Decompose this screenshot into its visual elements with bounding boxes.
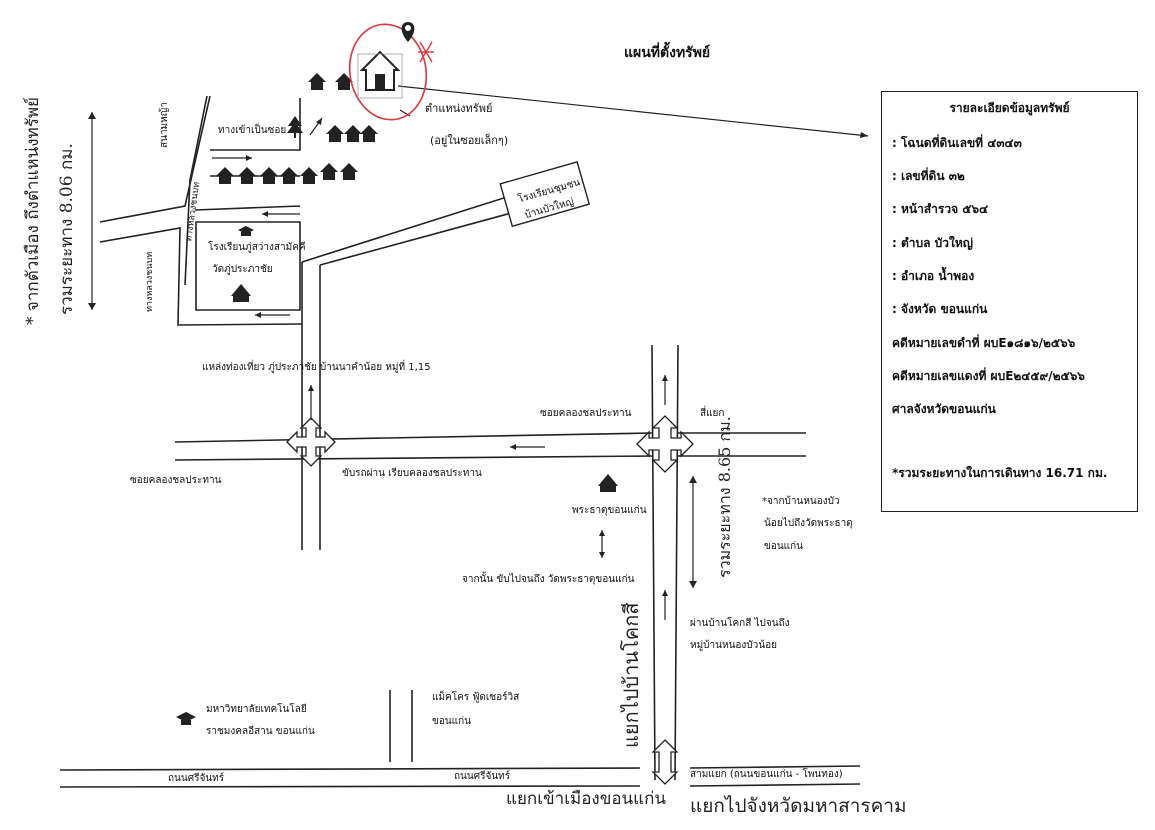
handwriting-left-1: * จากตัวเมือง ถึงตำแหน่งทรัพย์: [23, 97, 43, 325]
from-there-label: จากนั้น ขับไปจนถึง วัดพระธาตุขอนแก่น: [462, 571, 635, 585]
map-title: แผนที่ตั้งทรัพย์: [624, 45, 711, 61]
tree-icon: [287, 116, 303, 138]
makro-label-1: แม็คโคร ฟู้ดเซอร์วิส: [432, 689, 519, 703]
road-network: [59, 95, 861, 788]
handwriting-bottom-right: แยกไปจังหวัดมหาสารคาม: [690, 795, 907, 817]
temple-label: วัดภู่ประภาชัย: [212, 264, 273, 275]
star-mark-icon: [418, 41, 434, 63]
community-school-sign: [499, 160, 591, 228]
drive-along-canal-label: ขับรถผ่าน เรียบคลองชลประทาน: [342, 467, 482, 479]
phra-that-label: พระธาตุขอนแก่น: [572, 505, 647, 516]
info-row-province: : จังหวัด ขอนแก่น: [892, 302, 988, 316]
property-label: ตำแหน่งทรัพย์: [425, 102, 492, 115]
intersection-bottom: [651, 739, 679, 785]
intersection-four-way: [636, 415, 694, 473]
four-way-label: สี่แยก: [700, 405, 724, 419]
canal-road-top-label: ซอยคลองชลประทาน: [540, 408, 632, 419]
info-row-survey-page: : หน้าสำรวจ ๕๖๔: [892, 202, 989, 216]
handwriting-right: รวมระยะทาง 8.65 กม.: [715, 416, 734, 578]
info-box-title: รายละเอียดข้อมูลทรัพย์: [949, 101, 1070, 115]
village-road-label: ทางหลวงชนบท: [184, 181, 202, 242]
info-row-land-number: : เลขที่ดิน ๓๒: [892, 169, 965, 183]
property-marker: [348, 22, 434, 121]
info-row-title-deed: : โฉนดที่ดินเลขที่ ๔๓๔๓: [892, 136, 1022, 150]
from-nongbua-label-2: น้อยไปถึงวัดพระธาตุ: [764, 517, 853, 529]
handwriting-bottom-left: แยกเข้าเมืองขอนแก่น: [506, 789, 666, 809]
alley-entrance-label: ทางเข้าเป็นซอย: [218, 122, 286, 136]
graduation-cap-icon: [176, 712, 196, 725]
info-row-court: ศาลจังหวัดขอนแก่น: [892, 402, 996, 416]
info-row-black-case: คดีหมายเลขดำที่ ผบE๑๘๑๖/๒๕๖๖: [892, 336, 1076, 350]
info-row-total-distance: *รวมระยะทางในการเดินทาง 16.71 กม.: [892, 466, 1108, 480]
village-road-label-2: ทางหลวงชนบท: [145, 252, 155, 312]
info-row-red-case: คดีหมายเลขแดงที่ ผบE๒๔๕๙/๒๕๖๖: [892, 369, 1085, 383]
road-srichan-mid-label: ถนนศรีจันทร์: [454, 770, 511, 782]
canal-road-left-label: ซอยคลองชลประทาน: [130, 475, 222, 486]
road-srichan-left-label: ถนนศรีจันทร์: [168, 772, 225, 784]
temple-icon-2: [598, 474, 618, 492]
info-row-subdistrict: : ตำบล บัวใหญ่: [892, 236, 974, 250]
direction-arrows: [212, 85, 869, 620]
intersection-left: [286, 417, 336, 467]
tourist-spot-label: แหล่งท่องเที่ยว ภู่ประภาชัย บ้านนาคำน้อย…: [202, 359, 431, 373]
handwriting-left-2: รวมระยะทาง 8.06 กม.: [57, 143, 77, 315]
pass-khoksi-label-2: หมู่บ้านหนองบัวน้อย: [690, 639, 777, 651]
university-label-2: ราชมงคลอีสาน ขอนแก่น: [206, 725, 315, 737]
info-row-district: : อำเภอ น้ำพอง: [892, 269, 975, 283]
university-label-1: มหาวิทยาลัยเทคโนโลยี: [206, 702, 307, 715]
distance-scale-right: [689, 476, 697, 588]
location-pin-icon: [401, 22, 415, 42]
handwriting-khoksi: แยกไปบ้านโคกสี: [619, 602, 643, 748]
temple-icon: [231, 284, 251, 302]
house-icons: [216, 73, 378, 184]
field-label: สนามหญ้า: [158, 102, 170, 148]
t-junction-label: สามแยก (ถนนขอนแก่น - โพนทอง): [690, 767, 843, 780]
distance-scale-left: [88, 112, 96, 310]
property-house-icon: [357, 50, 403, 99]
from-nongbua-label-3: ขอนแก่น: [764, 541, 803, 552]
school-icon: [238, 226, 254, 236]
school-label: โรงเรียนภู่สว่างสามัคคี: [208, 240, 306, 253]
property-sublabel: (อยู่ในซอยเล็กๆ): [430, 133, 508, 147]
from-nongbua-label-1: *จากบ้านหนองบัว: [762, 495, 840, 507]
makro-label-2: ขอนแก่น: [432, 716, 471, 727]
property-info-box: รายละเอียดข้อมูลทรัพย์ : โฉนดที่ดินเลขที…: [881, 91, 1138, 512]
pass-khoksi-label-1: ผ่านบ้านโคกสี ไปจนถึง: [690, 616, 790, 629]
